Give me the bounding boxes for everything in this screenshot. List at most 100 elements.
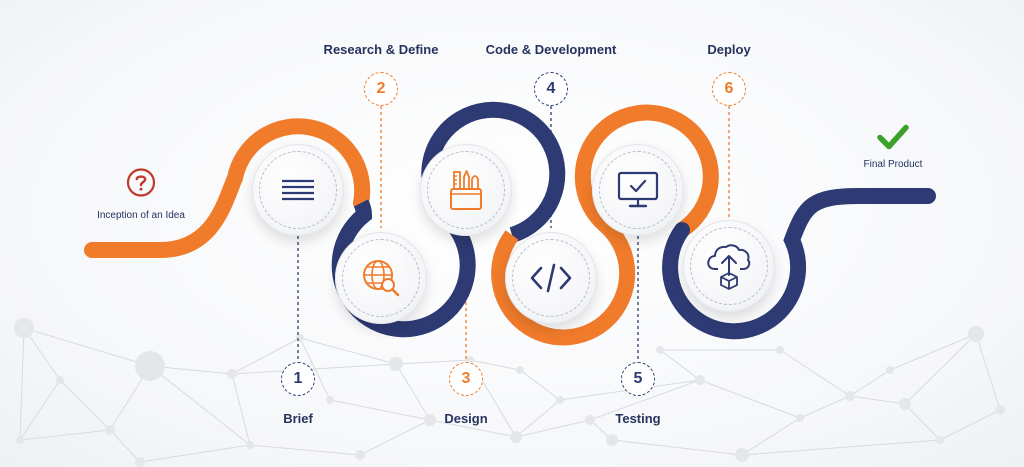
- network-node: [227, 369, 237, 379]
- road-segment-6: [662, 188, 936, 340]
- network-link: [23, 327, 61, 381]
- step-6-number: 6: [712, 72, 746, 106]
- network-link: [519, 369, 561, 401]
- network-link: [589, 379, 701, 421]
- network-link: [699, 379, 801, 419]
- network-node: [899, 398, 911, 410]
- network-link: [231, 337, 301, 375]
- network-node: [735, 448, 749, 462]
- network-node: [845, 391, 855, 401]
- question-circle-icon: [126, 168, 156, 203]
- network-link: [611, 439, 743, 456]
- step-5-number: 5: [621, 362, 655, 396]
- end-label: Final Product: [863, 159, 923, 170]
- network-link: [469, 359, 521, 371]
- network-node: [105, 425, 115, 435]
- network-link: [799, 395, 851, 419]
- network-node: [796, 414, 804, 422]
- network-node: [135, 457, 145, 467]
- network-link: [299, 337, 397, 365]
- step-6-node: [683, 220, 775, 312]
- network-link: [429, 419, 517, 438]
- network-node: [656, 346, 664, 354]
- document-lines-icon: [282, 179, 314, 201]
- network-node: [695, 375, 705, 385]
- network-link: [395, 363, 431, 421]
- network-node: [389, 357, 403, 371]
- network-link: [139, 444, 251, 463]
- step-5-label: Testing: [615, 411, 661, 426]
- road-segment-4: [491, 218, 636, 346]
- network-link: [231, 373, 251, 446]
- monitor-check-icon: [617, 171, 659, 208]
- network-link: [741, 417, 801, 456]
- step-3-number: 3: [449, 362, 483, 396]
- globe-search-icon: [363, 260, 400, 297]
- network-link: [23, 327, 151, 367]
- network-node: [14, 318, 34, 338]
- network-node: [355, 450, 365, 460]
- cloud-upload-icon: [707, 244, 751, 290]
- network-node: [585, 415, 595, 425]
- network-node: [56, 376, 64, 384]
- design-tools-icon: [450, 170, 482, 210]
- road-segment-start: [84, 118, 371, 258]
- start-label: Inception of an Idea: [97, 210, 185, 221]
- network-link: [109, 429, 141, 463]
- network-link: [975, 333, 1001, 411]
- step-5-node: [592, 144, 684, 236]
- step-4-label: Code & Development: [485, 42, 617, 57]
- step-2-label: Research & Define: [323, 42, 439, 57]
- network-link: [149, 365, 251, 446]
- network-link: [904, 403, 941, 441]
- code-brackets-icon: [530, 263, 572, 293]
- network-link: [939, 409, 1001, 441]
- network-node: [886, 366, 894, 374]
- road-segment-5: [574, 104, 719, 237]
- network-link: [889, 333, 977, 371]
- network-link: [741, 439, 941, 456]
- network-node: [516, 366, 524, 374]
- network-link: [299, 337, 331, 401]
- network-link: [904, 333, 977, 405]
- network-node: [968, 326, 984, 342]
- network-node: [606, 434, 618, 446]
- step-1-node: [252, 144, 344, 236]
- network-node: [16, 436, 24, 444]
- step-6-label: Deploy: [707, 42, 751, 57]
- network-node: [995, 405, 1005, 415]
- network-link: [19, 429, 111, 441]
- network-link: [359, 419, 431, 456]
- network-link: [329, 399, 431, 421]
- network-node: [510, 431, 522, 443]
- network-link: [849, 395, 906, 405]
- checkmark-icon: [875, 123, 911, 158]
- step-1-label: Brief: [283, 411, 313, 426]
- step-2-node: [335, 232, 427, 324]
- network-link: [249, 444, 361, 456]
- network-link: [515, 399, 561, 438]
- network-link: [59, 379, 111, 431]
- step-4-number: 4: [534, 72, 568, 106]
- step-3-node: [420, 144, 512, 236]
- step-4-node: [505, 232, 597, 324]
- step-1-number: 1: [281, 362, 315, 396]
- network-link: [515, 419, 591, 438]
- network-link: [231, 363, 397, 375]
- network-node: [424, 414, 436, 426]
- network-link: [19, 327, 25, 441]
- network-node: [936, 436, 944, 444]
- network-link: [659, 349, 701, 381]
- network-node: [135, 351, 165, 381]
- network-link: [395, 359, 471, 365]
- network-link: [849, 369, 891, 397]
- network-node: [246, 441, 254, 449]
- network-node: [326, 396, 334, 404]
- network-node: [556, 396, 564, 404]
- step-2-number: 2: [364, 72, 398, 106]
- network-link: [19, 379, 61, 441]
- network-node: [776, 346, 784, 354]
- network-link: [779, 349, 851, 397]
